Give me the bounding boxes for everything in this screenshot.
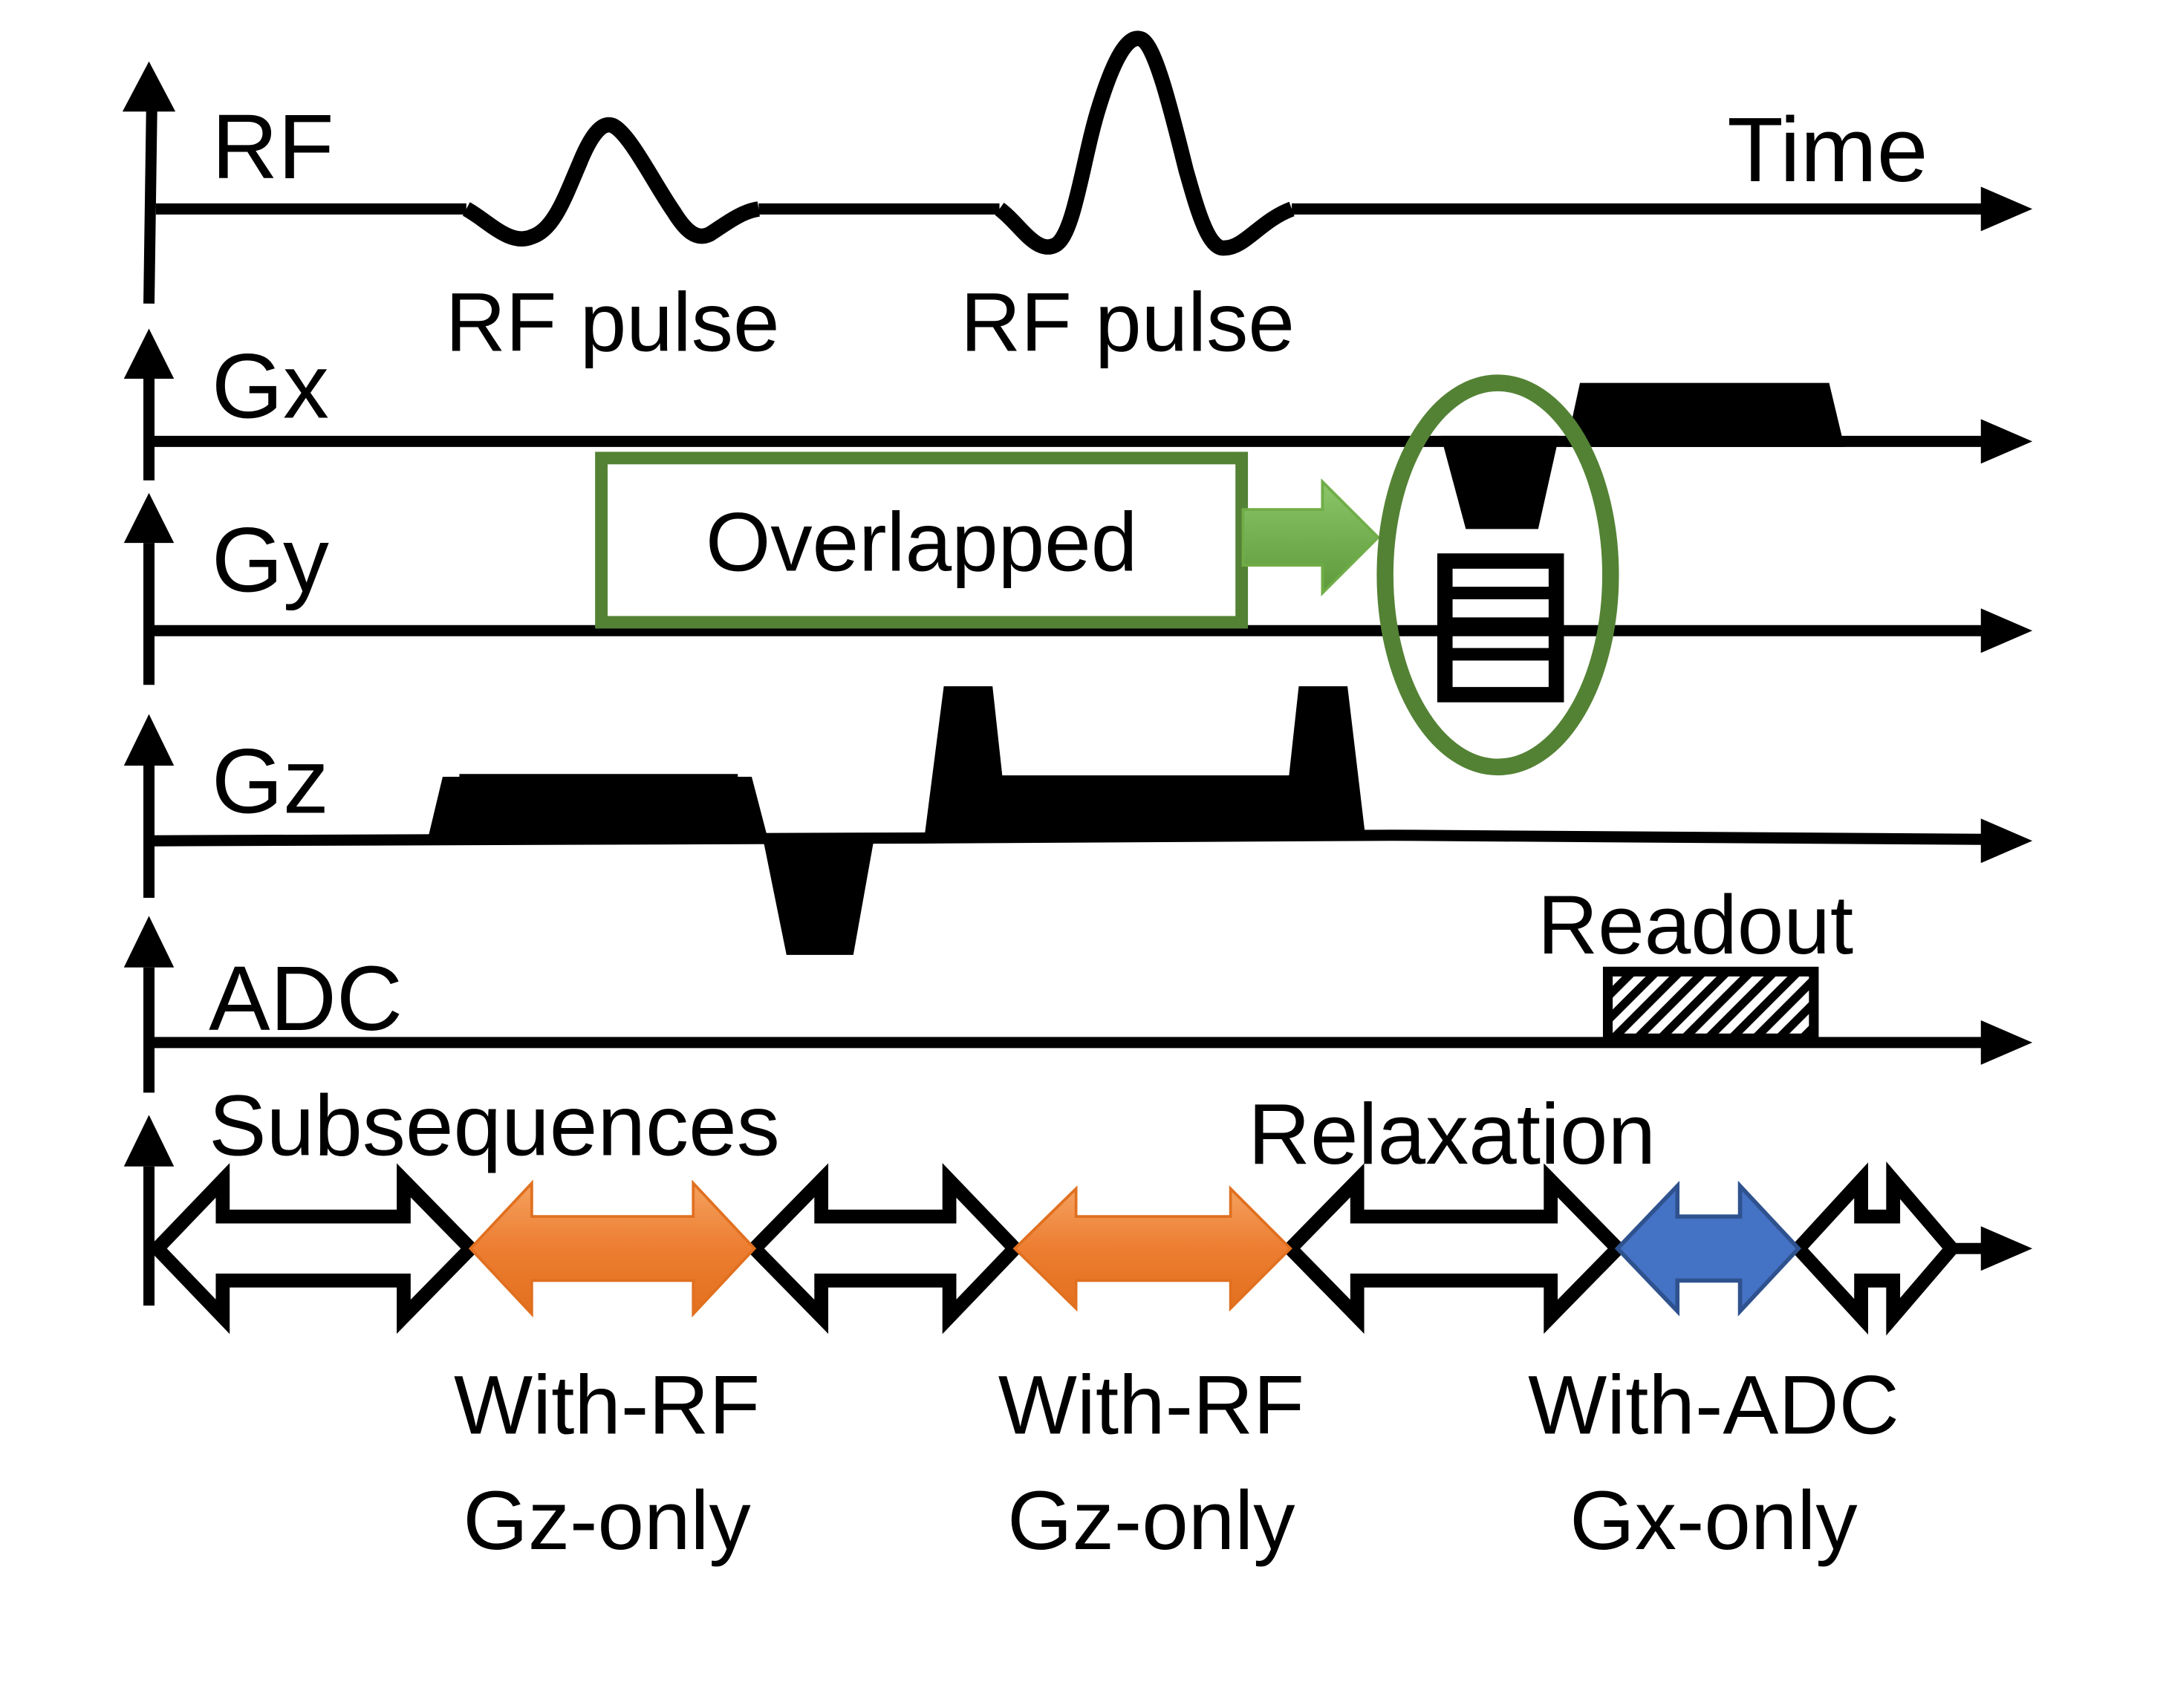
overlap-ellipse	[1376, 374, 1619, 776]
rf-pulse-2-label: RF pulse	[960, 276, 1295, 369]
gz-slice-select-2	[924, 686, 1366, 838]
segment-2-line1: With-RF	[998, 1358, 1304, 1452]
gx-label: Gx	[212, 335, 329, 437]
gz-axis-arrowhead	[123, 714, 175, 766]
time-axis-arrowhead	[1980, 186, 2033, 232]
gx-readout-lobe	[1566, 382, 1845, 447]
readout-label: Readout	[1538, 878, 1853, 971]
gy-axis-arrowhead	[123, 492, 175, 544]
gx-time-arrowhead	[1980, 419, 2033, 464]
segment-1-line1: With-RF	[454, 1358, 760, 1452]
rf-axis-arrowhead	[122, 61, 176, 112]
adc-channel: ADC Readout	[123, 878, 2033, 1093]
overlapped-pointer-arrow	[1241, 478, 1380, 597]
gx-axis-arrowhead	[123, 328, 175, 379]
with-rf-segment-arrow	[468, 1179, 757, 1318]
rf-pulse-1-waveform	[462, 117, 761, 247]
gy-label: Gy	[212, 509, 329, 612]
adc-label: ADC	[209, 948, 403, 1050]
segment-3-line1: With-ADC	[1528, 1358, 1899, 1452]
with-rf-segment-arrow	[1012, 1185, 1292, 1312]
gz-rephase-lobe	[762, 838, 874, 955]
adc-readout-window	[1602, 966, 1819, 1043]
overlap-highlight: Overlapped	[595, 374, 1619, 776]
gy-phase-encode-table	[1437, 553, 1564, 703]
relaxation-label: Relaxation	[1248, 1086, 1656, 1182]
gx-prephase-lobe	[1440, 435, 1559, 529]
rf-vertical-axis	[143, 108, 157, 304]
segment-1-line2: Gz-only	[463, 1473, 750, 1567]
subsequences-axis-arrowhead	[123, 1115, 175, 1167]
rf-label: RF	[212, 96, 334, 198]
segment-2-line2: Gz-only	[1007, 1473, 1295, 1567]
gy-time-arrowhead	[1980, 608, 2033, 653]
gy-channel: Gy	[123, 492, 2033, 703]
gz-slice-select-1	[427, 774, 769, 841]
with-adc-segment-arrow	[1614, 1180, 1802, 1317]
adc-axis-arrowhead	[123, 916, 175, 968]
rf-pulse-2-waveform	[995, 30, 1295, 256]
gz-label: Gz	[212, 731, 329, 833]
rf-pulse-1-label: RF pulse	[446, 276, 780, 369]
idle-segment-arrow	[1789, 1161, 1961, 1336]
rf-channel: RF Time RF pulse RF pulse	[122, 30, 2033, 369]
idle-segment-arrow	[1281, 1163, 1627, 1334]
adc-time-arrowhead	[1980, 1020, 2033, 1065]
subsequences-time-arrowhead	[1980, 1226, 2033, 1271]
gx-channel: Gx	[123, 328, 2033, 529]
gz-channel: Gz	[123, 686, 2033, 955]
overlapped-label: Overlapped	[706, 495, 1137, 589]
segment-3-line2: Gx-only	[1570, 1473, 1857, 1567]
time-label: Time	[1727, 99, 1928, 201]
idle-segment-arrow	[147, 1163, 481, 1334]
gz-time-arrowhead	[1980, 818, 2033, 864]
subsequences-channel: Subsequences Relaxation With-RF Gz-only …	[123, 1078, 2033, 1567]
subsequences-label: Subsequences	[209, 1078, 780, 1174]
idle-segment-arrow	[744, 1163, 1025, 1334]
